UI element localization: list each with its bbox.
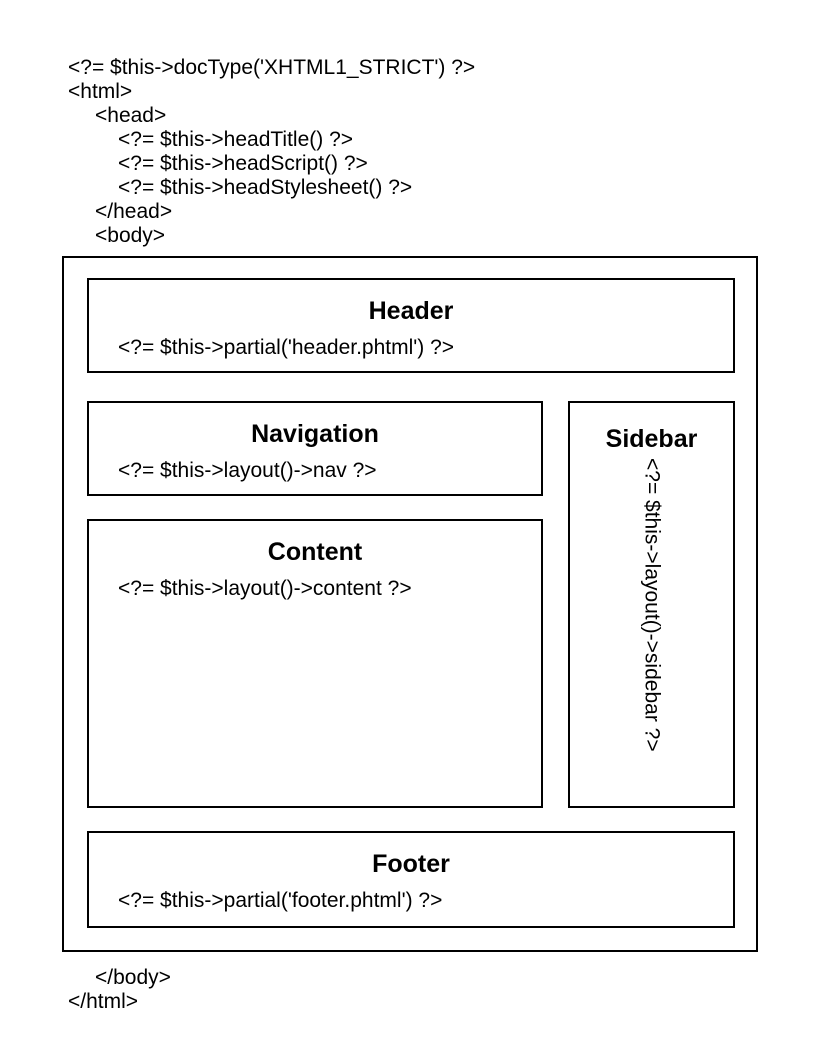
opening-code-block: <?= $this->docType('XHTML1_STRICT') ?> <… — [68, 56, 475, 248]
navigation-box-title: Navigation — [251, 420, 379, 448]
code-line-html-open: <html> — [68, 80, 133, 103]
footer-box: Footer <?= $this->partial('footer.phtml'… — [87, 831, 735, 928]
header-box-title: Header — [368, 297, 454, 325]
code-line-head-open: <head> — [95, 104, 167, 127]
code-line-head-close: </head> — [95, 200, 173, 223]
body-wrapper-box: Header <?= $this->partial('header.phtml'… — [62, 256, 758, 952]
content-box-title: Content — [267, 538, 363, 566]
code-line-html-close: </html> — [68, 990, 139, 1013]
footer-box-title: Footer — [372, 850, 450, 878]
code-line-head-stylesheet: <?= $this->headStylesheet() ?> — [118, 176, 413, 199]
code-line-head-script: <?= $this->headScript() ?> — [118, 152, 368, 175]
code-line-body-close: </body> — [95, 966, 171, 989]
header-box: Header <?= $this->partial('header.phtml'… — [87, 278, 735, 373]
code-line-doctype: <?= $this->docType('XHTML1_STRICT') ?> — [68, 56, 476, 79]
closing-code-block: </body> </html> — [68, 966, 171, 1014]
code-line-head-title: <?= $this->headTitle() ?> — [118, 128, 354, 151]
content-box-code: <?= $this->layout()->content ?> — [118, 577, 412, 600]
sidebar-box-code-vertical: <?= $this->layout()->sidebar ?> — [640, 458, 664, 752]
navigation-box-code: <?= $this->layout()->nav ?> — [118, 459, 377, 482]
code-line-body-open: <body> — [95, 224, 166, 247]
footer-box-code: <?= $this->partial('footer.phtml') ?> — [118, 889, 443, 912]
sidebar-box: Sidebar <?= $this->layout()->sidebar ?> — [568, 401, 735, 808]
header-box-code: <?= $this->partial('header.phtml') ?> — [118, 336, 455, 359]
navigation-box: Navigation <?= $this->layout()->nav ?> — [87, 401, 543, 496]
content-box: Content <?= $this->layout()->content ?> — [87, 519, 543, 808]
sidebar-box-title: Sidebar — [605, 425, 698, 453]
